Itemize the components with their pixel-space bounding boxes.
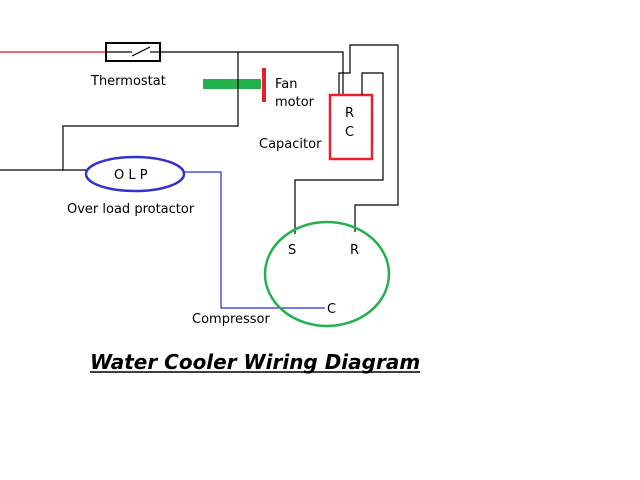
thermostat-label: Thermostat bbox=[90, 74, 166, 89]
olp-label: Over load protactor bbox=[67, 202, 195, 217]
thermostat-blade bbox=[131, 46, 151, 57]
capacitor-terminal-r: R bbox=[345, 106, 354, 121]
capacitor-label: Capacitor bbox=[259, 137, 322, 152]
diagram-title: Water Cooler Wiring Diagram bbox=[90, 350, 420, 374]
wire-capacitor-left-loop bbox=[338, 44, 399, 163]
compressor-terminal-s: S bbox=[288, 243, 296, 258]
compressor-label: Compressor bbox=[192, 312, 271, 327]
fan-motor-label-line2: motor bbox=[275, 95, 315, 110]
wire-olp-to-compressor-c bbox=[184, 171, 325, 309]
compressor-body bbox=[263, 220, 391, 328]
capacitor-body bbox=[328, 93, 374, 161]
capacitor-terminal-c: C bbox=[345, 125, 354, 140]
thermostat-switch bbox=[105, 42, 161, 62]
olp-text: O L P bbox=[114, 168, 148, 183]
wire-capacitor-to-compressor-r bbox=[354, 163, 399, 232]
compressor-terminal-r: R bbox=[350, 243, 359, 258]
wire-capacitor-to-compressor-s bbox=[294, 72, 384, 234]
olp-body bbox=[84, 155, 186, 193]
wire-thermostat-to-capacitor bbox=[160, 51, 344, 95]
neutral-wire bbox=[0, 52, 239, 171]
compressor-terminal-c: C bbox=[327, 302, 336, 317]
fan-motor-label-line1: Fan bbox=[275, 77, 298, 92]
